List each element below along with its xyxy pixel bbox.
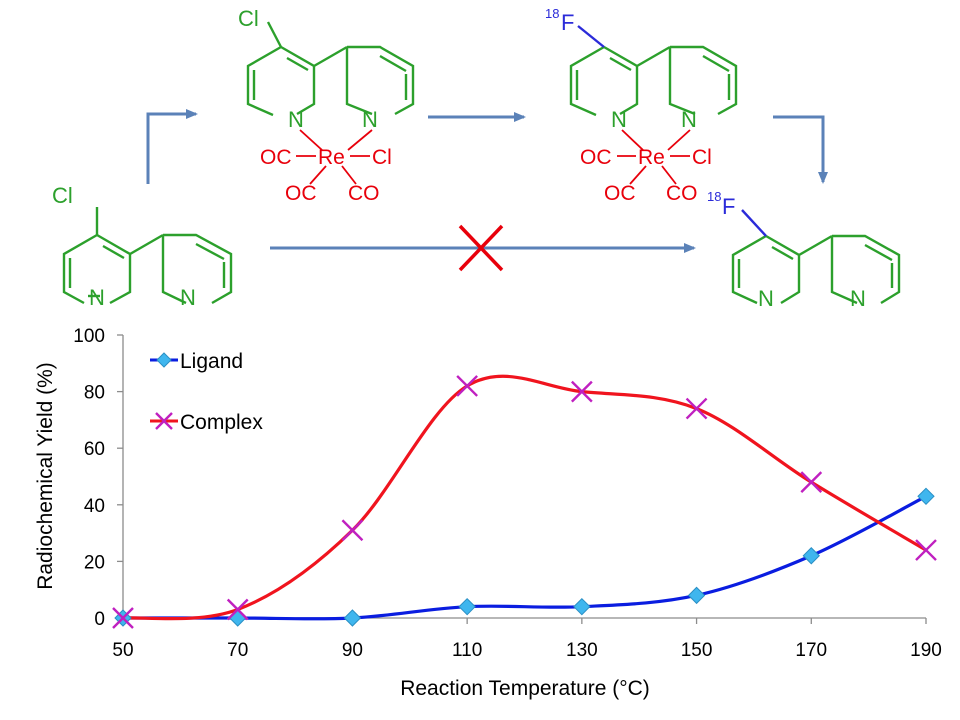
complex-f-isotope: 18	[545, 6, 559, 21]
point-ligand-190	[917, 487, 935, 506]
molecule-complex-cl: Cl N N OC Re Cl OC CO	[238, 6, 415, 205]
y-tick-label: 60	[84, 439, 105, 460]
legend-complex-label: Complex	[180, 411, 263, 434]
forbidden-cross-icon	[458, 224, 504, 272]
complex-f-metal: Re	[638, 146, 665, 169]
complex-f-substituent: F	[561, 10, 574, 35]
point-complex-170	[800, 471, 823, 494]
legend-ligand-marker	[156, 352, 172, 368]
x-tick-label: 110	[452, 640, 482, 661]
x-axis-label: Reaction Temperature (°C)	[400, 677, 650, 700]
complex-cl-n1: N	[288, 107, 304, 132]
point-complex-70	[226, 598, 249, 621]
complex-f-n2: N	[681, 107, 697, 132]
molecule-complex-f: 18 F N N OC Re Cl OC CO	[545, 6, 738, 205]
point-ligand-150	[687, 586, 706, 605]
arrow-complexation	[146, 109, 198, 184]
complex-f-co-bottom: CO	[666, 182, 698, 205]
point-complex-190	[915, 539, 937, 561]
legend-entry-ligand: Ligand	[150, 350, 243, 373]
molecule-product: 18 F N N	[707, 189, 901, 311]
start-n1: N	[89, 285, 105, 310]
complex-cl-oc-bottom: OC	[285, 182, 317, 205]
point-complex-150	[685, 397, 708, 420]
legend-entry-complex: Complex	[150, 411, 263, 434]
product-isotope: 18	[707, 189, 721, 204]
chart-tick-labels: 0 20 40 60 80 100 50 70 90 110 130 150 170 190	[73, 326, 942, 661]
x-tick-label: 190	[910, 640, 942, 661]
point-complex-50	[112, 607, 134, 629]
y-axis-label: Radiochemical Yield (%)	[34, 362, 57, 590]
x-tick-label: 50	[112, 640, 133, 661]
legend-complex-marker	[155, 412, 173, 430]
point-complex-110	[456, 375, 478, 397]
x-tick-label: 150	[681, 640, 713, 661]
y-tick-label: 40	[84, 496, 105, 517]
complex-cl-co-bottom: CO	[348, 182, 380, 205]
complex-cl-oc-left: OC	[260, 146, 292, 169]
series-line-complex	[122, 374, 927, 621]
start-n2: N	[180, 285, 196, 310]
legend: Ligand Complex	[150, 350, 263, 434]
complex-cl-n2: N	[362, 107, 378, 132]
product-n2: N	[850, 286, 866, 311]
x-tick-label: 90	[342, 640, 363, 661]
complex-f-oc-left: OC	[580, 146, 612, 169]
point-ligand-130	[573, 597, 591, 616]
complex-f-cl-right: Cl	[692, 146, 712, 169]
point-ligand-110	[458, 597, 476, 616]
complex-cl-metal: Re	[318, 146, 345, 169]
complex-f-n1: N	[611, 107, 627, 132]
x-tick-label: 130	[566, 640, 598, 661]
y-tick-label: 0	[94, 609, 105, 630]
y-tick-label: 100	[73, 326, 105, 347]
legend-ligand-label: Ligand	[180, 350, 243, 373]
chart-markers	[112, 375, 937, 629]
y-tick-label: 20	[84, 552, 105, 573]
product-substituent: F	[722, 194, 735, 219]
start-substituent: Cl	[52, 183, 73, 208]
molecule-start-ligand	[62, 207, 233, 305]
x-tick-label: 70	[227, 640, 248, 661]
arrow-decomplexation	[773, 115, 828, 184]
reaction-scheme: Cl N N Cl N N OC Re Cl OC CO	[52, 6, 901, 311]
complex-cl-substituent: Cl	[238, 6, 259, 31]
product-n1: N	[758, 286, 774, 311]
complex-cl-cl-right: Cl	[372, 146, 392, 169]
point-ligand-170	[802, 547, 820, 565]
point-ligand-90	[343, 609, 362, 627]
x-tick-label: 170	[795, 640, 827, 661]
complex-f-oc-bottom: OC	[604, 182, 636, 205]
point-complex-90	[341, 519, 364, 542]
y-tick-label: 80	[84, 383, 105, 404]
point-complex-130	[571, 380, 593, 403]
